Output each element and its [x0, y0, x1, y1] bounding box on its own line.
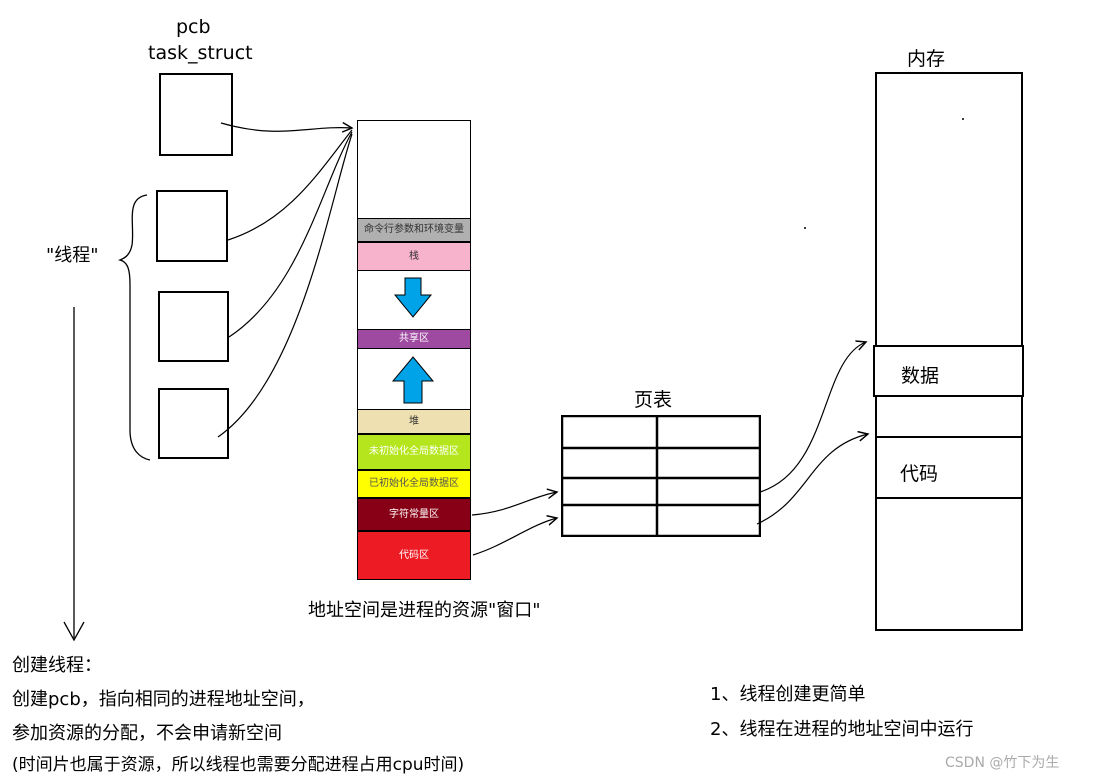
segment-heap: 堆	[357, 409, 471, 434]
pcb-box-main	[159, 73, 233, 156]
memory-data-label: 数据	[901, 365, 940, 387]
notes-title: 创建线程：	[12, 655, 102, 676]
segment-const: 字符常量区	[357, 498, 471, 531]
notes-line-3: (时间片也属于资源，所以线程也需要分配进程占用cpu时间)	[12, 755, 465, 775]
segment-stack: 栈	[357, 242, 471, 271]
segment-cmdline-env: 命令行参数和环境变量	[357, 218, 471, 242]
notes-line-2: 参加资源的分配，不会申请新空间	[12, 723, 282, 744]
segment-shared: 共享区	[357, 329, 471, 349]
page-table-grid	[560, 414, 762, 538]
address-space-caption: 地址空间是进程的资源"窗口"	[308, 600, 541, 621]
pcb-main-pointer	[220, 123, 352, 131]
thread3-pointer	[217, 133, 353, 438]
stray-dot	[804, 227, 806, 229]
thread1-pointer	[227, 129, 353, 241]
segment-bss: 未初始化全局数据区	[357, 434, 471, 470]
heap-grow-up-arrow	[391, 356, 435, 404]
thread-brace	[117, 194, 151, 461]
pagetable-to-code	[756, 434, 868, 525]
watermark: CSDN @竹下为生	[945, 755, 1060, 771]
thread-label: "线程"	[46, 245, 99, 266]
memory-data-block	[873, 345, 1024, 397]
pagetable-to-data	[759, 342, 866, 493]
down-arrow-head	[63, 621, 85, 642]
page-table	[560, 414, 762, 538]
memory-code-label: 代码	[900, 463, 939, 485]
segment-code: 代码区	[357, 531, 471, 580]
const-to-pagetable	[471, 492, 557, 516]
thread2-pointer	[228, 131, 353, 338]
pcb-label: pcb	[176, 16, 211, 38]
code-to-pagetable	[472, 518, 557, 556]
pcb-box-thread-3	[158, 388, 229, 459]
pcb-box-thread-2	[158, 291, 229, 362]
stack-grow-down-arrow	[393, 277, 433, 318]
pcb-box-thread-1	[156, 190, 228, 262]
page-table-title: 页表	[634, 389, 673, 411]
memory-title: 内存	[907, 48, 946, 70]
segment-data: 已初始化全局数据区	[357, 470, 471, 498]
notes-line-1: 创建pcb，指向相同的进程地址空间，	[12, 689, 315, 710]
feature-1: 1、线程创建更简单	[710, 684, 866, 705]
stray-dot	[962, 118, 964, 120]
feature-2: 2、线程在进程的地址空间中运行	[710, 719, 974, 740]
task-struct-label: task_struct	[148, 42, 253, 64]
memory-code-block	[875, 436, 1023, 499]
